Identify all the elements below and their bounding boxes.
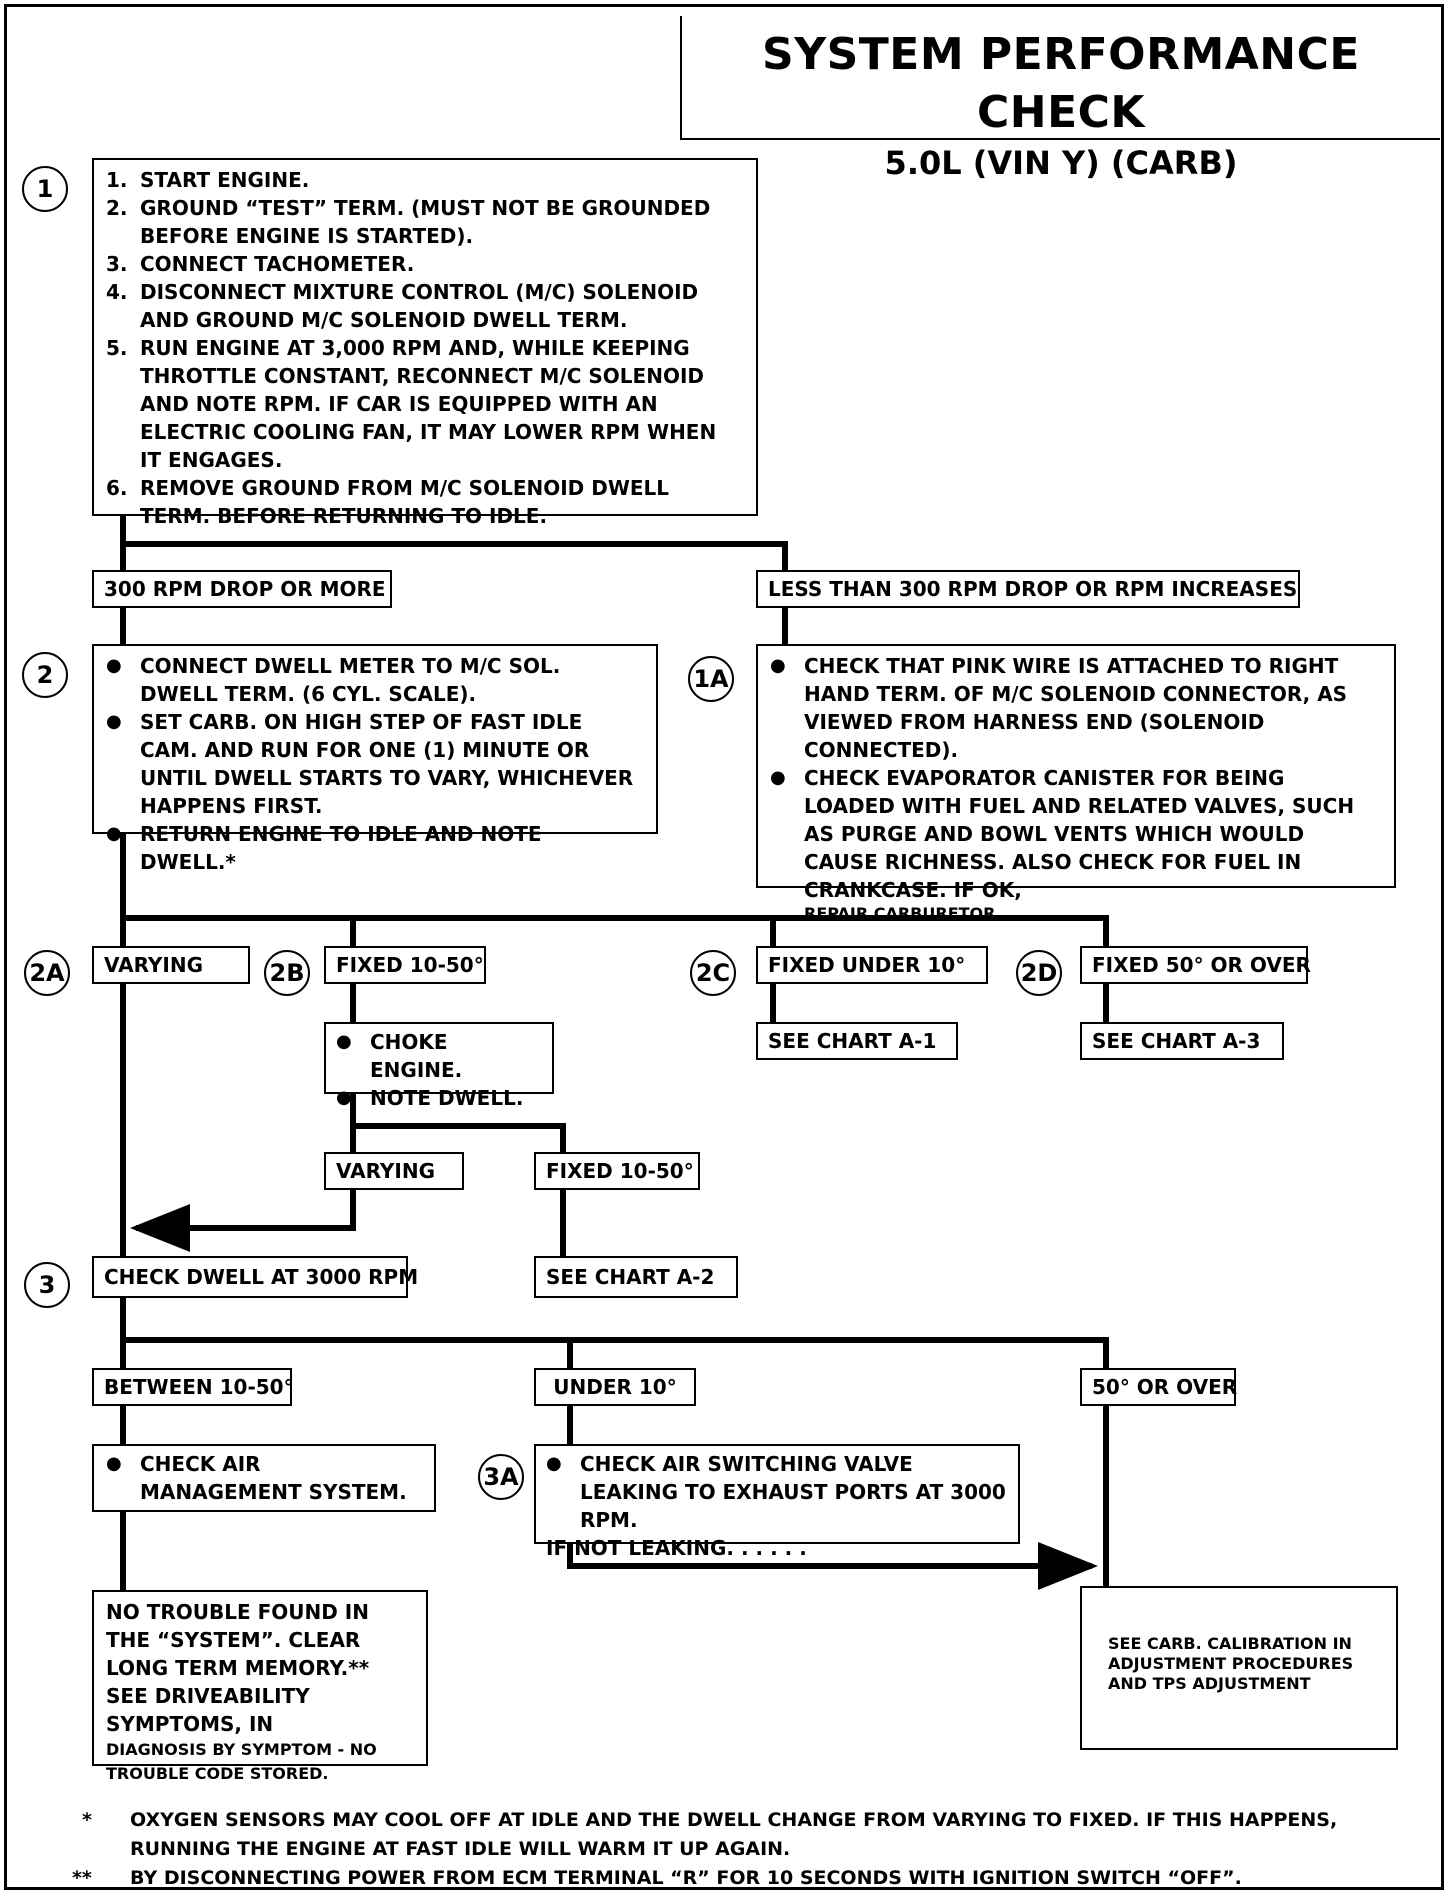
no-trouble-small-text: DIAGNOSIS BY SYMPTOM - NO TROUBLE CODE S… — [106, 1740, 377, 1783]
page-border — [4, 4, 1444, 1890]
label-50-or-over: 50° OR OVER — [1080, 1368, 1237, 1406]
label-2b-fixed-10-50-result: FIXED 10-50° — [534, 1152, 700, 1190]
step3A-item: ●CHECK AIR SWITCHING VALVE LEAKING TO EX… — [546, 1452, 1006, 1532]
footnotes: *OXYGEN SENSORS MAY COOL OFF AT IDLE AND… — [60, 1806, 1390, 1893]
step1-item: 3.CONNECT TACHOMETER. — [106, 252, 415, 276]
page-title: SYSTEM PERFORMANCE CHECK — [762, 29, 1360, 138]
see-chart-a3: SEE CHART A-3 — [1080, 1022, 1284, 1060]
footnote: **BY DISCONNECTING POWER FROM ECM TERMIN… — [72, 1867, 1242, 1889]
page-subtitle: 5.0L (VIN Y) (CARB) — [884, 144, 1238, 182]
no-trouble-found-box: NO TROUBLE FOUND IN THE “SYSTEM”. CLEAR … — [92, 1590, 428, 1783]
step-marker-2: 2 — [22, 652, 68, 698]
step-marker-1A: 1A — [688, 656, 734, 702]
air-management-item: ●CHECK AIR MANAGEMENT SYSTEM. — [106, 1452, 407, 1504]
see-chart-a2: SEE CHART A-2 — [534, 1256, 738, 1298]
footnote: *OXYGEN SENSORS MAY COOL OFF AT IDLE AND… — [82, 1809, 1338, 1860]
label-2d-fixed-50-or-over: FIXED 50° OR OVER — [1080, 946, 1311, 984]
step-marker-2B: 2B — [264, 950, 310, 996]
step1A-list: ●CHECK THAT PINK WIRE IS ATTACHED TO RIG… — [770, 652, 1382, 904]
label-2a-varying: VARYING — [92, 946, 250, 984]
step1-item: 2.GROUND “TEST” TERM. (MUST NOT BE GROUN… — [106, 196, 711, 248]
step1-item: 4.DISCONNECT MIXTURE CONTROL (M/C) SOLEN… — [106, 280, 699, 332]
no-trouble-text: NO TROUBLE FOUND IN THE “SYSTEM”. CLEAR … — [106, 1600, 370, 1736]
see-chart-a1: SEE CHART A-1 — [756, 1022, 958, 1060]
step2-list: ●CONNECT DWELL METER TO M/C SOL. DWELL T… — [106, 652, 644, 876]
label-2b-varying: VARYING — [324, 1152, 464, 1190]
label-under-10: UNDER 10° — [534, 1368, 696, 1406]
choke-item: ●NOTE DWELL. — [336, 1086, 524, 1110]
step1A-item: ●CHECK EVAPORATOR CANISTER FOR BEING LOA… — [770, 766, 1355, 902]
step-marker-1: 1 — [22, 166, 68, 212]
step1-list: 1.START ENGINE. 2.GROUND “TEST” TERM. (M… — [106, 166, 744, 530]
step3A-list: ●CHECK AIR SWITCHING VALVE LEAKING TO EX… — [546, 1450, 1008, 1534]
step2-item: ●SET CARB. ON HIGH STEP OF FAST IDLE CAM… — [106, 710, 634, 818]
label-between-10-50: BETWEEN 10-50° — [92, 1368, 294, 1406]
step-marker-2C: 2C — [690, 950, 736, 996]
choke-engine-box: ●CHOKE ENGINE. ●NOTE DWELL. — [324, 1022, 554, 1110]
step1-box: 1.START ENGINE. 2.GROUND “TEST” TERM. (M… — [92, 158, 758, 528]
step-marker-2A: 2A — [24, 950, 70, 996]
step3A-box: ●CHECK AIR SWITCHING VALVE LEAKING TO EX… — [534, 1444, 1020, 1560]
step1A-box: ●CHECK THAT PINK WIRE IS ATTACHED TO RIG… — [756, 644, 1396, 923]
label-less-than-300-rpm-drop: LESS THAN 300 RPM DROP OR RPM INCREASES — [756, 570, 1300, 608]
title-block: SYSTEM PERFORMANCE CHECK 5.0L (VIN Y) (C… — [680, 16, 1440, 182]
choke-item: ●CHOKE ENGINE. — [336, 1030, 463, 1082]
step1-item: 6.REMOVE GROUND FROM M/C SOLENOID DWELL … — [106, 476, 670, 528]
step1-item: 1.START ENGINE. — [106, 168, 310, 192]
step1-item: 5.RUN ENGINE AT 3,000 RPM AND, WHILE KEE… — [106, 336, 717, 472]
air-management-list: ●CHECK AIR MANAGEMENT SYSTEM. — [106, 1450, 422, 1506]
step1A-item: ●CHECK THAT PINK WIRE IS ATTACHED TO RIG… — [770, 654, 1348, 762]
step-marker-2D: 2D — [1016, 950, 1062, 996]
step-marker-3: 3 — [24, 1262, 70, 1308]
step1A-repair-carburetor: REPAIR CARBURETOR — [804, 904, 996, 923]
see-carb-calibration-box: SEE CARB. CALIBRATION IN ADJUSTMENT PROC… — [1080, 1586, 1398, 1750]
step2-item: ●CONNECT DWELL METER TO M/C SOL. DWELL T… — [106, 654, 561, 706]
label-300-rpm-drop-or-more: 300 RPM DROP OR MORE — [92, 570, 392, 608]
label-2c-fixed-under-10: FIXED UNDER 10° — [756, 946, 988, 984]
step2-box: ●CONNECT DWELL METER TO M/C SOL. DWELL T… — [92, 644, 658, 874]
check-air-management-box: ●CHECK AIR MANAGEMENT SYSTEM. — [92, 1444, 436, 1512]
label-2b-fixed-10-50: FIXED 10-50° — [324, 946, 486, 984]
step3A-if-not-leaking: IF NOT LEAKING. . . . . . — [546, 1536, 807, 1560]
choke-engine-list: ●CHOKE ENGINE. ●NOTE DWELL. — [336, 1028, 542, 1112]
step-marker-3A: 3A — [478, 1454, 524, 1500]
step2-item: ●RETURN ENGINE TO IDLE AND NOTE DWELL.* — [106, 822, 542, 874]
check-dwell-3000-rpm: CHECK DWELL AT 3000 RPM — [92, 1256, 418, 1298]
